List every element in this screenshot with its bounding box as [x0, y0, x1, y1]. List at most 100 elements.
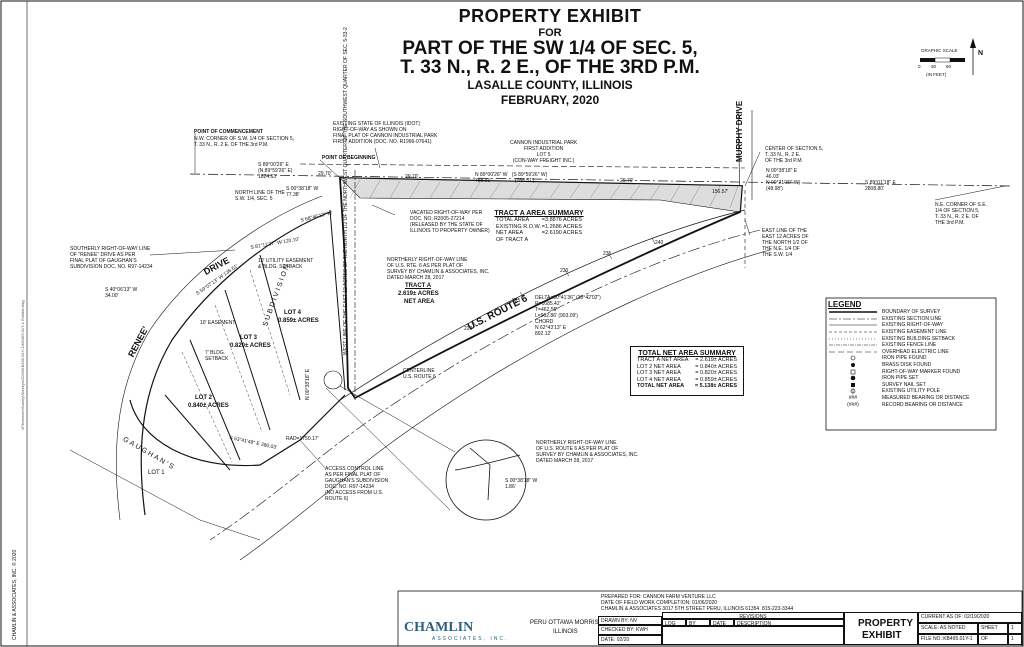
scale-tick-60: 60 — [946, 64, 952, 69]
firm-address: CHAMLIN & ASSOCIATES 3017 5TH STREET PER… — [601, 606, 794, 612]
tract-a-row-label: NET AREA — [496, 230, 524, 236]
legend-row: EXISTING RIGHT-OF-WAY — [828, 322, 988, 329]
exhibit-title: PROPERTY EXHIBIT — [458, 6, 642, 26]
net-area-row-label: LOT 3 NET AREA — [637, 370, 681, 376]
legend-item: BRASS DISK FOUND — [882, 362, 932, 369]
detail-linework — [454, 447, 521, 501]
route6-north-row — [339, 209, 746, 401]
legend-item: EXISTING RIGHT-OF-WAY — [882, 322, 944, 329]
detail-leader-1 — [339, 385, 456, 453]
dist-2: 29.70' — [620, 178, 634, 184]
tract-a-row-value: =1.2686 ACRES — [541, 223, 582, 230]
net-area-row-label: TRACT A NET AREA — [637, 357, 689, 363]
net-area-row-label: LOT 4 NET AREA — [637, 376, 681, 383]
route6-centerline — [209, 229, 761, 541]
route6-south-row — [239, 249, 771, 561]
legend-item: RIGHT-OF-WAY MARKER FOUND — [882, 368, 961, 375]
iron-pipe-found-icon — [828, 355, 878, 361]
title-block-frame — [397, 590, 1023, 647]
net-area-total-row: TOTAL NET AREA= 5.138± ACRES — [631, 383, 743, 390]
ne-corner-note: N.E. CORNER OF S.E. 1/4 OF SECTION 5, T.… — [935, 202, 987, 226]
exhibit-line1: PART OF THE SW 1/4 OF SEC. 5, — [402, 38, 698, 59]
legend-title: LEGEND — [828, 300, 862, 309]
lot-lines — [164, 209, 346, 471]
rev-col-description: DESCRIPTION — [734, 619, 844, 627]
exhibit-box-line2: EXHIBIT — [862, 630, 902, 641]
exhibit-date: FEBRUARY, 2020 — [500, 93, 600, 107]
rev-col-by: BY — [686, 619, 710, 627]
dist-3: 29.70' — [318, 171, 332, 177]
legend-item: EXISTING SECTION LINE — [882, 315, 942, 322]
vacated-row-hatch — [339, 177, 743, 213]
lot4-area: 0.859± ACRES — [278, 318, 319, 324]
legend-row: EXISTING BUILDING SETBACK — [828, 335, 988, 342]
legend: LEGEND BOUNDARY OF SURVEY EXISTING SECTI… — [828, 300, 988, 428]
bldg-setback-note: 7' BLDG. SETBACK — [205, 350, 229, 362]
murphy-drive-west — [737, 109, 741, 201]
prepared-for: PREPARED FOR: CANNON FARM VENTURE LLC — [601, 594, 716, 600]
exhibit-box — [844, 612, 918, 645]
tract-a-label: TRACT A — [405, 283, 432, 289]
scale-tick-0: 0 — [918, 64, 921, 69]
curve-data: DELTA=30°41'36" (30°42'02") R=1685.42' T… — [535, 295, 601, 337]
detail-leader-2 — [325, 387, 451, 511]
of-number: 1 — [1008, 634, 1022, 645]
office-state: ILLINOIS — [553, 629, 578, 635]
net-area-row-value: = 0.820± ACRES — [695, 370, 737, 376]
bearing-c1: N 00°38'18" E — [305, 368, 311, 400]
dist-4: 156.57' — [712, 189, 729, 195]
net-area-row: TRACT A NET AREA = 2.619± ACRES — [631, 357, 743, 364]
renee-drive-north — [115, 195, 323, 521]
tract-a-row-value: =2.6190 ACRES — [541, 230, 582, 236]
exhibit-county: LASALLE COUNTY, ILLINOIS — [467, 78, 633, 92]
section-line-north — [189, 173, 1011, 187]
tract-a-row: TOTAL AREA=3.8876 ACRES — [490, 217, 588, 224]
legend-item: IRON PIPE FOUND — [882, 355, 927, 362]
legend-row: SURVEY NAIL SET — [828, 382, 988, 389]
revisions-body — [662, 626, 844, 645]
pob-label: POINT OF BEGINNING — [322, 155, 376, 161]
file-path-text: \\Fileserver\Survey\Surveys\2020\KB495.0… — [20, 300, 25, 430]
survey-nail-icon — [828, 382, 878, 388]
easement-note: 10' EASEMENT — [200, 320, 236, 326]
revisions-header: REVISIONS — [662, 612, 844, 620]
exhibit-for: FOR — [538, 27, 562, 39]
setback-lines — [181, 269, 291, 463]
measured-symbol: ### — [848, 395, 858, 402]
dist-1: 29.70' — [405, 174, 419, 180]
exhibit-line2: T. 33 N., R. 2 E., OF THE 3RD P.M. — [400, 57, 700, 78]
sheet-number: 1 — [1008, 623, 1022, 634]
net-area-row-value: = 0.840± ACRES — [695, 363, 737, 370]
net-area-total-value: = 5.138± ACRES — [694, 383, 737, 389]
net-area-row: LOT 3 NET AREA = 0.820± ACRES — [631, 370, 743, 377]
legend-item: RECORD BEARING OR DISTANCE — [882, 401, 963, 408]
tract-a-row: EXISTING R.O.W.=1.2686 ACRES — [490, 224, 588, 231]
office-cities: PERU OTTAWA MORRIS — [530, 620, 599, 626]
renee-drive-south — [140, 211, 331, 516]
utility-pole-icon — [828, 388, 878, 395]
net-area-row-label: LOT 2 NET AREA — [637, 363, 681, 370]
legend-item: SURVEY NAIL SET — [882, 381, 926, 388]
legend-item: EXISTING EASEMENT LINE — [882, 329, 947, 336]
tract-a-row-value: =3.8876 ACRES — [541, 217, 582, 223]
bearing-2: N 89°00'26" W (S 89°59'26" W) 788.31' (7… — [475, 172, 548, 184]
cannon-note: CANNON INDUSTRIAL PARK FIRST ADDITION LO… — [510, 140, 578, 164]
west-line-note: WEST LINE OF THE EAST 12 ACRES OF THE NO… — [343, 27, 349, 355]
legend-item: IRON PIPE SET — [882, 375, 919, 382]
tract-a-boundary — [339, 177, 743, 400]
copyright-text: CHAMLIN & ASSOCIATES, INC. © 2020 — [12, 549, 18, 640]
of-label: OF — [978, 634, 1008, 645]
access-control-note: ACCESS CONTROL LINE AS PER FINAL PLAT OF… — [325, 466, 389, 502]
legend-row: EXISTING UTILITY POLE — [828, 388, 988, 395]
net-area-row-value: = 2.619± ACRES — [695, 357, 737, 363]
bearing-8: N 00°38'18" E 46.03' N 00°21'30" W) (48.… — [766, 168, 801, 192]
bearing-1: S 89°00'26" E (N 89°59'26" E) 1824.63' — [258, 162, 293, 180]
iron-pipe-set-icon — [828, 375, 878, 381]
station-label: 235 — [603, 251, 612, 257]
north-row-line — [299, 163, 746, 169]
poc-body: N.W. CORNER OF S.W. 1/4 OF SECTION 5, T.… — [194, 136, 295, 148]
net-area-summary: TOTAL NET AREA SUMMARY TRACT A NET AREA=… — [630, 346, 744, 396]
checked-by: CHECKED BY: KWH — [598, 625, 662, 635]
legend-row: BRASS DISK FOUND — [828, 362, 988, 369]
